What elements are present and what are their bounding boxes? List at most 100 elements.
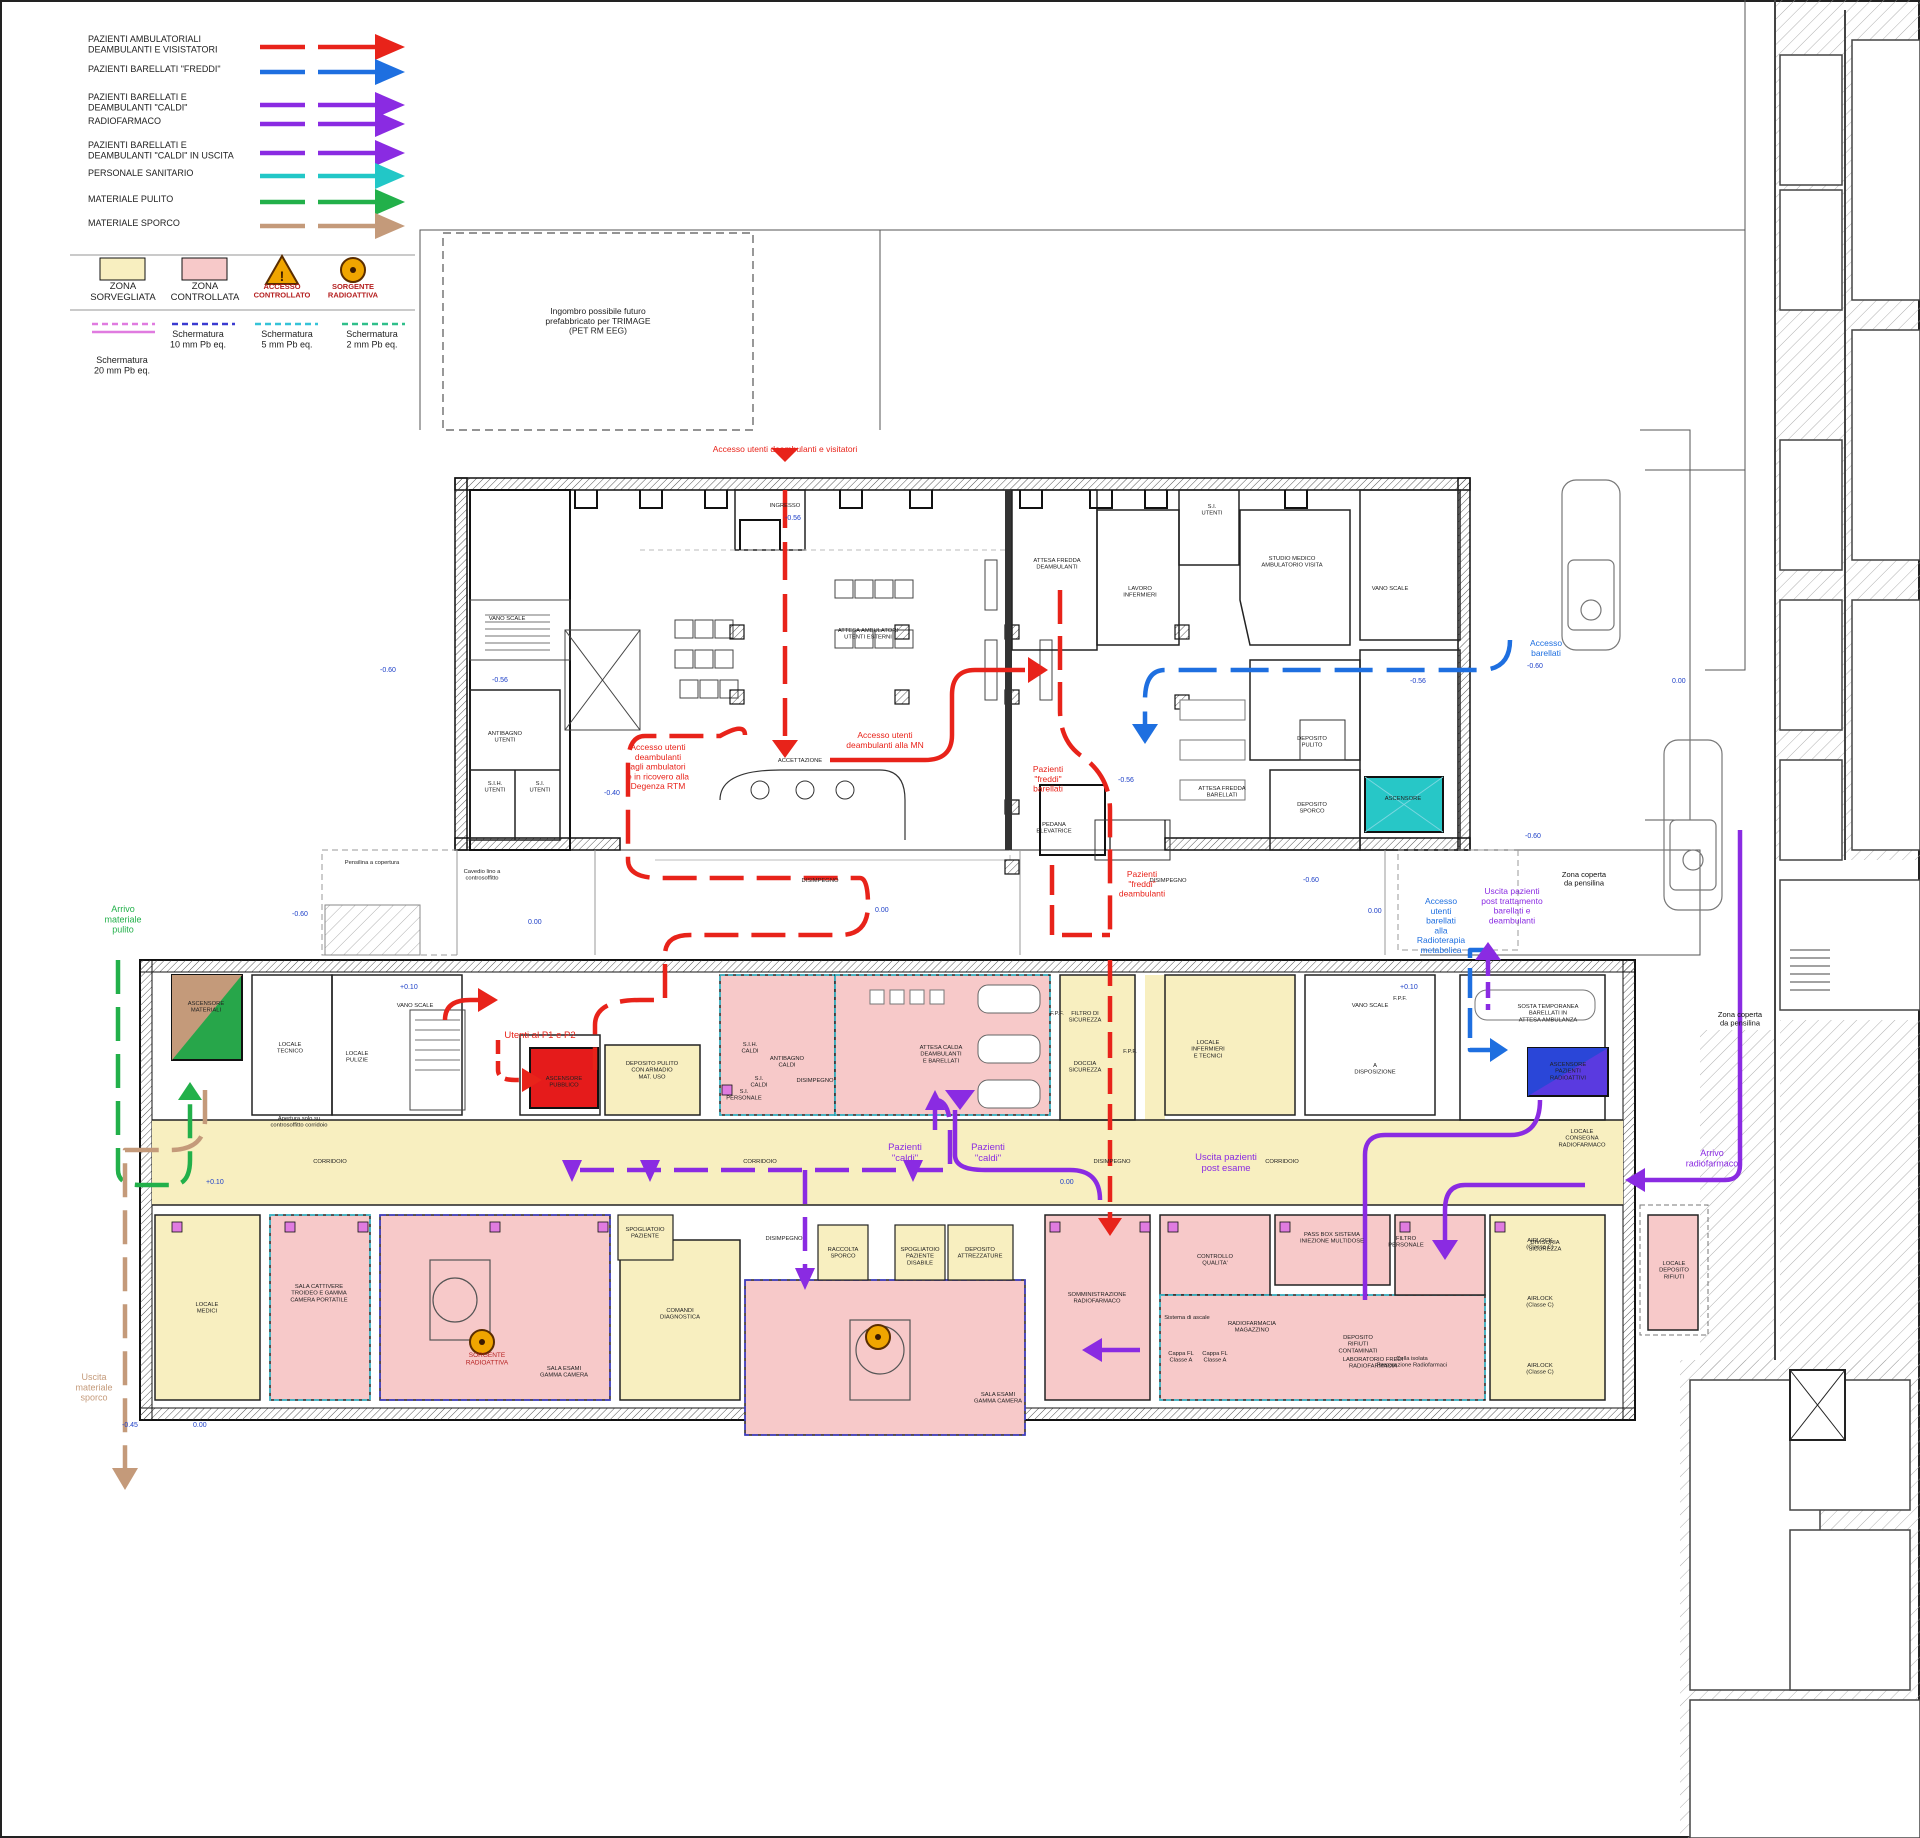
room-label: ACCETTAZIONE (778, 758, 822, 764)
room-label: VANO SCALE (1352, 1003, 1389, 1009)
flow-red-p1p2-2 (495, 1040, 525, 1083)
level-marker: -0.40 (604, 790, 620, 797)
legend-zone-controllata-swatch (181, 257, 228, 281)
flow-red-freddi-arrow (1098, 1218, 1122, 1236)
level-marker: -0.45 (122, 1422, 138, 1429)
flow-blue-arrow (1132, 724, 1158, 744)
room-label: DISIMPEGNO (1149, 878, 1187, 884)
room-label: VANO SCALE (489, 616, 526, 622)
warning-icon: ! (264, 253, 300, 285)
flow-annotation: Accesso utenti deambulanti e visitatori (713, 444, 858, 454)
level-marker: 0.00 (1672, 678, 1686, 685)
radiation-icon (469, 1324, 891, 1355)
flow-red-freddi (1057, 590, 1113, 940)
legend-flow-label: MATERIALE SPORCO (88, 218, 180, 228)
flow-annotation: Pazienti"caldi" (971, 1142, 1005, 1164)
neighbour-building (1680, 0, 1920, 1838)
room-label: S.I.UTENTI (530, 781, 551, 794)
room-label: S.I.UTENTI (1202, 504, 1223, 517)
level-marker: -0.60 (292, 911, 308, 918)
room-label: AIRLOCK(Classe C) (1526, 1238, 1553, 1251)
legend-flow-arrowhead (375, 34, 405, 60)
level-marker: -0.60 (1527, 663, 1543, 670)
level-marker: 0.00 (193, 1422, 207, 1429)
room-label: F.P.F. (1393, 996, 1407, 1002)
room-label: CORRIDOIO (743, 1159, 777, 1165)
room-label: VANO SCALE (1372, 586, 1409, 592)
room-label: S.I.CALDI (750, 1076, 767, 1089)
level-marker: -0.56 (1118, 777, 1134, 784)
room-label: VANO SCALE (397, 1003, 434, 1009)
legend-flow-arrowhead (375, 163, 405, 189)
level-marker: -0.60 (1303, 877, 1319, 884)
flow-red-mn (830, 667, 1025, 763)
room-label: DISIMPEGNO (796, 1078, 834, 1084)
legend-flow-label: PERSONALE SANITARIO (88, 168, 193, 178)
legend-flow-arrowhead (375, 140, 405, 166)
level-marker: -0.56 (785, 515, 801, 522)
level-markers: -0.60-0.56-0.56-0.56-0.600.00-0.40-0.56-… (122, 515, 1686, 1429)
level-marker: -0.60 (1525, 833, 1541, 840)
room-label: S.I.PERSONALE (726, 1089, 762, 1102)
svg-text:!: ! (280, 268, 285, 284)
flow-annotations: Accesso utenti deambulanti e visitatoriA… (75, 444, 1762, 1403)
room-label: Sistema di ascale (1164, 1315, 1209, 1321)
room-label: S.I.H.UTENTI (485, 781, 506, 794)
room-label: DISIMPEGNO (1093, 1159, 1131, 1165)
room-label: ASCENSORE (1385, 796, 1422, 802)
flow-red-ambulatori (592, 726, 871, 1070)
flow-purple-radiofarmaco (1640, 830, 1743, 1183)
level-marker: 0.00 (1368, 908, 1382, 915)
flow-red-entry-arrow (772, 740, 798, 758)
flow-blue (1142, 639, 1513, 725)
level-marker: +0.10 (206, 1179, 224, 1186)
flow-annotation: Pazienti"caldi" (888, 1142, 922, 1164)
legend-flow-arrowhead (375, 213, 405, 239)
